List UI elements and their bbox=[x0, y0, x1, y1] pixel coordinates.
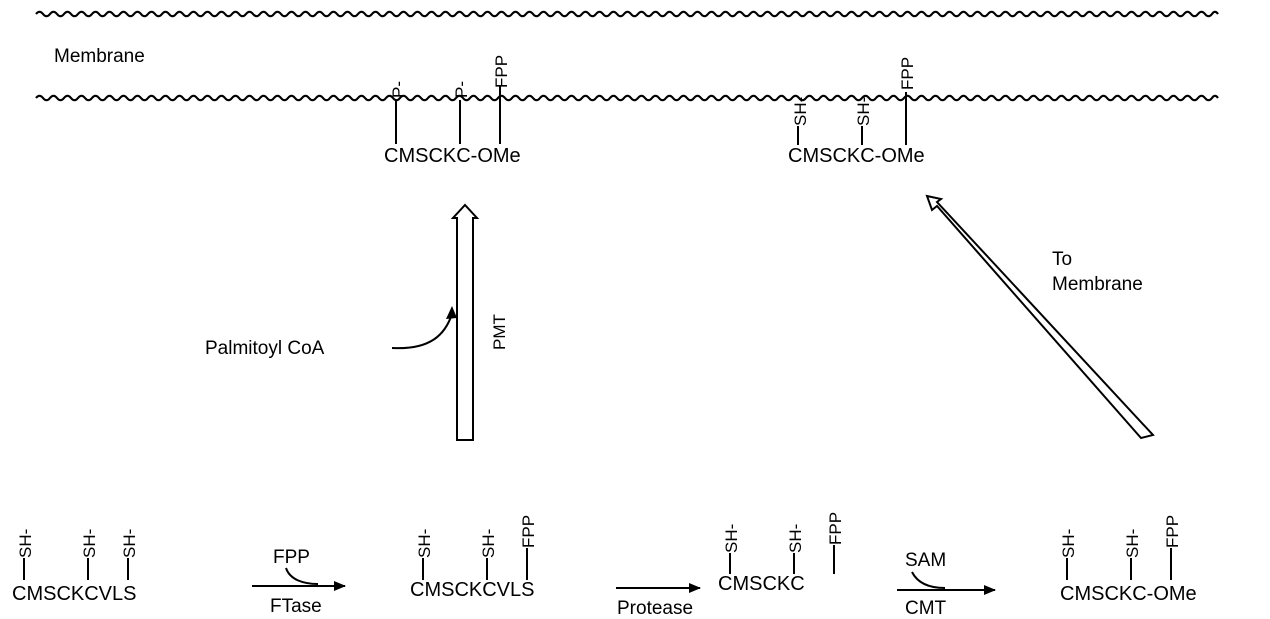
membrane-outer-line bbox=[35, 10, 1219, 18]
thiol-group-label: SH- bbox=[786, 524, 805, 553]
palmitoyl-coa-label: Palmitoyl CoA bbox=[205, 338, 325, 359]
methylated-protein: SH- SH- FPP CMSCKC-OMe bbox=[1059, 515, 1197, 605]
sequence-label: CMSCKCVLS bbox=[12, 583, 136, 605]
cmt-enzyme-label: CMT bbox=[905, 598, 947, 619]
farnesylated-protein: SH- SH- FPP CMSCKCVLS bbox=[410, 515, 538, 601]
fpp-substrate-label: FPP bbox=[273, 547, 310, 568]
thiol-group-label: SH- bbox=[1059, 529, 1078, 558]
thiol-group-label: SH- bbox=[791, 97, 810, 126]
thiol-group-label: SH- bbox=[854, 97, 873, 126]
fpp-curved-arrow bbox=[285, 567, 319, 585]
palmitoyl-group-label: P- bbox=[389, 81, 408, 98]
fpp-group-label: FPP bbox=[492, 55, 511, 88]
ftase-enzyme-label: FTase bbox=[270, 596, 322, 617]
top-right-membrane-protein: SH- SH- FPP CMSCKC-OMe bbox=[788, 57, 925, 167]
unmodified-protein: SH- SH- SH- CMSCKCVLS bbox=[12, 529, 139, 605]
sam-substrate-label: SAM bbox=[905, 550, 946, 571]
fpp-group-label: FPP bbox=[519, 515, 538, 548]
arrowhead bbox=[446, 306, 457, 319]
sequence-label: CMSCKC-OMe bbox=[1060, 583, 1197, 605]
to-membrane-arrow bbox=[925, 194, 1155, 440]
sequence-label: CMSCKC-OMe bbox=[788, 145, 925, 167]
sequence-label: CMSCKC bbox=[718, 573, 805, 595]
sequence-label: CMSCKCVLS bbox=[410, 579, 534, 601]
sequence-label: CMSCKC-OMe bbox=[384, 145, 521, 167]
palmitoylation-arrow bbox=[450, 203, 480, 441]
membrane-label: Membrane bbox=[54, 46, 145, 67]
thiol-group-label: SH- bbox=[415, 529, 434, 558]
protease-enzyme-label: Protease bbox=[617, 598, 693, 619]
membrane-inner-line bbox=[35, 94, 1219, 102]
pmt-enzyme-label: PMT bbox=[490, 314, 509, 350]
thiol-group-label: SH- bbox=[80, 529, 99, 558]
thiol-group-label: SH- bbox=[16, 529, 35, 558]
sam-curved-arrow bbox=[911, 571, 946, 589]
palmitoyl-coa-curved-arrow bbox=[391, 313, 453, 350]
fpp-group-label: FPP bbox=[826, 512, 845, 545]
cleaved-protein: SH- SH- FPP CMSCKC bbox=[718, 512, 845, 595]
thiol-group-label: SH- bbox=[120, 529, 139, 558]
to-membrane-label-line2: Membrane bbox=[1052, 274, 1143, 295]
thiol-group-label: SH- bbox=[722, 524, 741, 553]
to-membrane-label-line1: To bbox=[1052, 249, 1072, 270]
fpp-group-label: FPP bbox=[898, 57, 917, 90]
thiol-group-label: SH- bbox=[479, 529, 498, 558]
thiol-group-label: SH- bbox=[1123, 529, 1142, 558]
fpp-group-label: FPP bbox=[1163, 515, 1182, 548]
palmitoyl-group-label: P- bbox=[452, 81, 471, 98]
top-left-membrane-protein: P- P- FPP CMSCKC-OMe bbox=[384, 55, 521, 167]
